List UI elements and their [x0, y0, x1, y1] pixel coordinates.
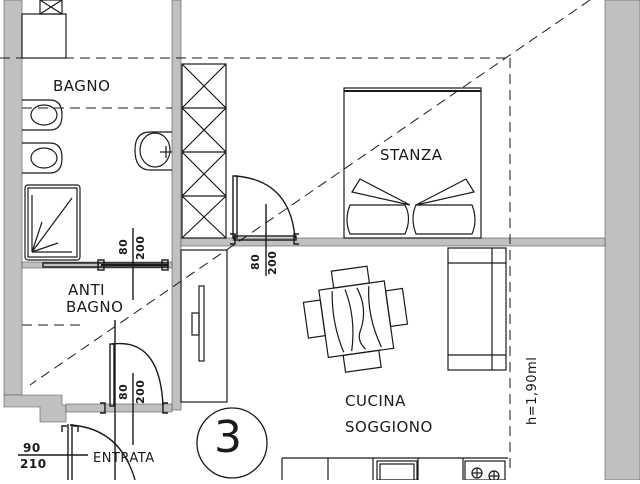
door-antibagno-width: 80: [117, 383, 130, 400]
room-label-antibagno-line1: ANTI: [68, 281, 106, 299]
door-bagno-height: 200: [134, 235, 147, 260]
door-bagno-width: 80: [117, 238, 130, 255]
sofa: [447, 247, 507, 371]
room-label-cucina-line2: SOGGIONO: [345, 418, 433, 436]
bathroom-fixtures: [22, 99, 172, 261]
unit-number-marker: [196, 407, 268, 479]
kitchen-counter: [281, 457, 508, 482]
slope-lines: [0, 0, 591, 470]
door-antibagno-height: 200: [134, 379, 147, 404]
walls: [3, 0, 640, 481]
wardrobe: [181, 63, 227, 239]
entrata-door: [18, 320, 136, 481]
bed: [343, 87, 482, 239]
room-label-cucina-line1: CUCINA: [345, 392, 406, 410]
door-entrata-height: 210: [20, 457, 47, 471]
antibagno-door: [100, 342, 168, 445]
dining-table: [302, 265, 409, 373]
ceiling-height-annotation: h=1,90ml: [525, 356, 540, 425]
room-label-entrata: ENTRATA: [93, 451, 155, 466]
door-stanza-width: 80: [249, 253, 262, 270]
room-label-bagno: BAGNO: [53, 77, 111, 95]
stanza-door: [230, 175, 299, 276]
door-stanza-height: 200: [266, 250, 279, 275]
unit-number: 3: [214, 412, 243, 463]
room-label-antibagno-line2: BAGNO: [66, 298, 124, 316]
room-label-stanza: STANZA: [380, 146, 443, 164]
door-entrata-width: 90: [23, 441, 41, 455]
